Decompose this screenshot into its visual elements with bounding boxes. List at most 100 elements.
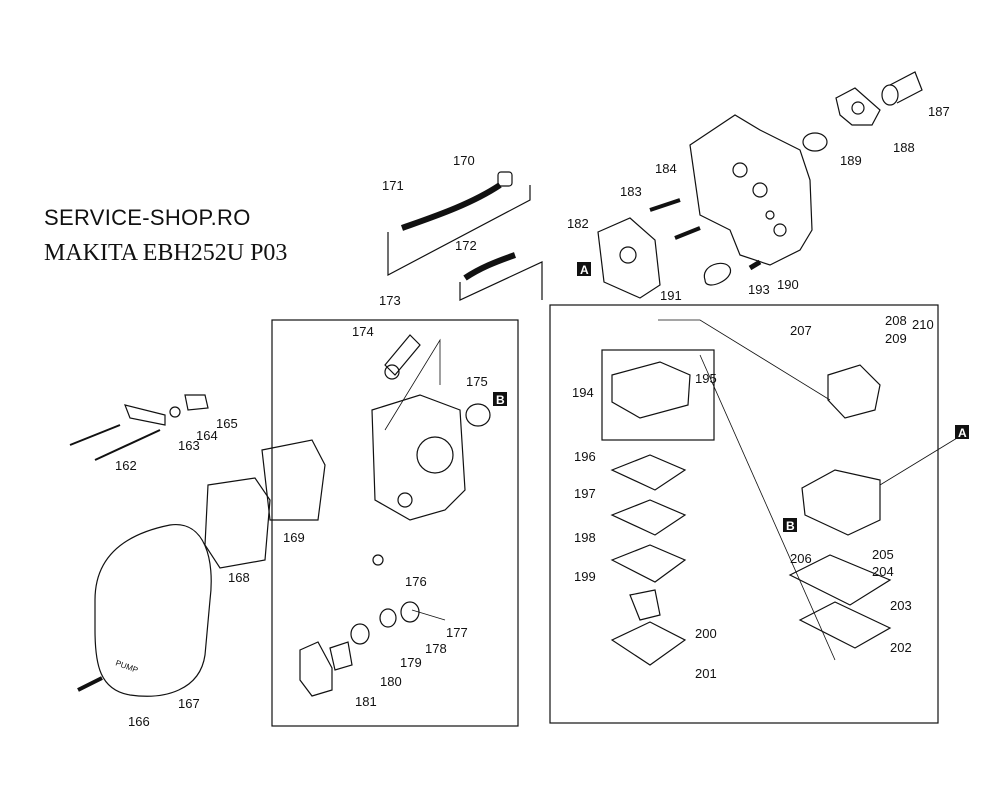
part-label-197: 197 [574, 486, 596, 501]
air-cleaner-cover-167 [94, 524, 212, 697]
part-165 [184, 394, 209, 411]
part-label-168: 168 [228, 570, 250, 585]
gasket-182-hole [619, 246, 637, 264]
part-label-188: 188 [893, 140, 915, 155]
washer-164 [169, 406, 181, 418]
part-label-194: 194 [572, 385, 594, 400]
part-label-201: 201 [695, 666, 717, 681]
bolt-166 [77, 676, 103, 692]
part-label-182: 182 [567, 216, 589, 231]
filter-181 [299, 641, 333, 697]
part-178 [379, 608, 397, 628]
part-label-162: 162 [115, 458, 137, 473]
bolt-162 [94, 429, 161, 461]
part-label-178: 178 [425, 641, 447, 656]
part-label-200: 200 [695, 626, 717, 641]
choke-lever-174 [384, 334, 421, 376]
bolt-190 [748, 259, 762, 271]
pipe-187-body [889, 71, 923, 104]
oring-177 [400, 601, 420, 623]
block-hole-4 [765, 210, 775, 220]
part-179 [350, 623, 370, 645]
part-label-176: 176 [405, 574, 427, 589]
air-cleaner-case [371, 394, 466, 521]
oring-175 [465, 403, 491, 427]
filter-169 [261, 439, 326, 521]
part-label-206: 206 [790, 551, 812, 566]
hose-171 [400, 182, 502, 231]
bolt-162b [69, 424, 121, 446]
pump-cover-194 [611, 361, 691, 419]
model-title: MAKITA EBH252U P03 [44, 240, 288, 266]
part-label-191: 191 [660, 288, 682, 303]
part-label-205: 205 [872, 547, 894, 562]
block-hole-2 [752, 182, 768, 198]
marker-b-right: B [786, 519, 795, 533]
part-label-198: 198 [574, 530, 596, 545]
filter-180 [329, 641, 353, 671]
marker-b-left-box [493, 392, 507, 406]
part-label-209: 209 [885, 331, 907, 346]
filter-168 [204, 477, 271, 569]
wire-191 [703, 262, 731, 286]
part-label-207: 207 [790, 323, 812, 338]
bracket-163 [124, 404, 166, 426]
bolt-183b [674, 226, 701, 240]
frame-173 [271, 319, 519, 727]
part-label-171: 171 [382, 178, 404, 193]
part-label-173: 173 [379, 293, 401, 308]
screw-176 [372, 554, 384, 566]
insulator-188 [835, 87, 881, 126]
marker-a-right: A [958, 426, 967, 440]
part-label-179: 179 [400, 655, 422, 670]
clamp-170 [497, 171, 513, 187]
part-label-202: 202 [890, 640, 912, 655]
part-label-174: 174 [352, 324, 374, 339]
part-label-210: 210 [912, 317, 934, 332]
part-label-167: 167 [178, 696, 200, 711]
diaphragm-203 [788, 554, 892, 606]
part-label-165: 165 [216, 416, 238, 431]
leader-177 [411, 609, 446, 621]
bolt-183 [649, 198, 681, 212]
part-label-177: 177 [446, 625, 468, 640]
part-label-193: 193 [748, 282, 770, 297]
part-label-175: 175 [466, 374, 488, 389]
carb-body [801, 469, 881, 536]
diaphragm-197 [610, 499, 687, 536]
case-hole [397, 492, 413, 508]
leader-A [879, 434, 963, 486]
choke-gear [384, 364, 400, 380]
part-label-203: 203 [890, 598, 912, 613]
oring-189 [802, 132, 828, 152]
part-199 [629, 589, 661, 621]
part-label-195: 195 [695, 371, 717, 386]
part-label-164: 164 [196, 428, 218, 443]
part-label-166: 166 [128, 714, 150, 729]
plate-198 [610, 544, 687, 583]
marker-a-right-box [955, 425, 969, 439]
cover-200 [610, 621, 687, 666]
part-label-181: 181 [355, 694, 377, 709]
insulator-188-hole [851, 101, 865, 115]
shop-title: SERVICE-SHOP.RO [44, 205, 251, 230]
part-label-190: 190 [777, 277, 799, 292]
leader-202 [699, 354, 836, 661]
marker-b-left: B [496, 393, 505, 407]
part-label-184: 184 [655, 161, 677, 176]
marker-b-right-box [783, 518, 797, 532]
pipe-187-end [881, 84, 899, 106]
throttle-207 [827, 364, 881, 419]
frame-193 [549, 304, 939, 724]
case-port [416, 436, 454, 474]
part-label-199: 199 [574, 569, 596, 584]
hose-frame-172 [459, 261, 543, 301]
part-label-163: 163 [178, 438, 200, 453]
frame-194 [601, 349, 715, 441]
marker-a-top: A [580, 263, 589, 277]
part-label-187: 187 [928, 104, 950, 119]
gasket-202 [798, 601, 892, 649]
part-label-204: 204 [872, 564, 894, 579]
